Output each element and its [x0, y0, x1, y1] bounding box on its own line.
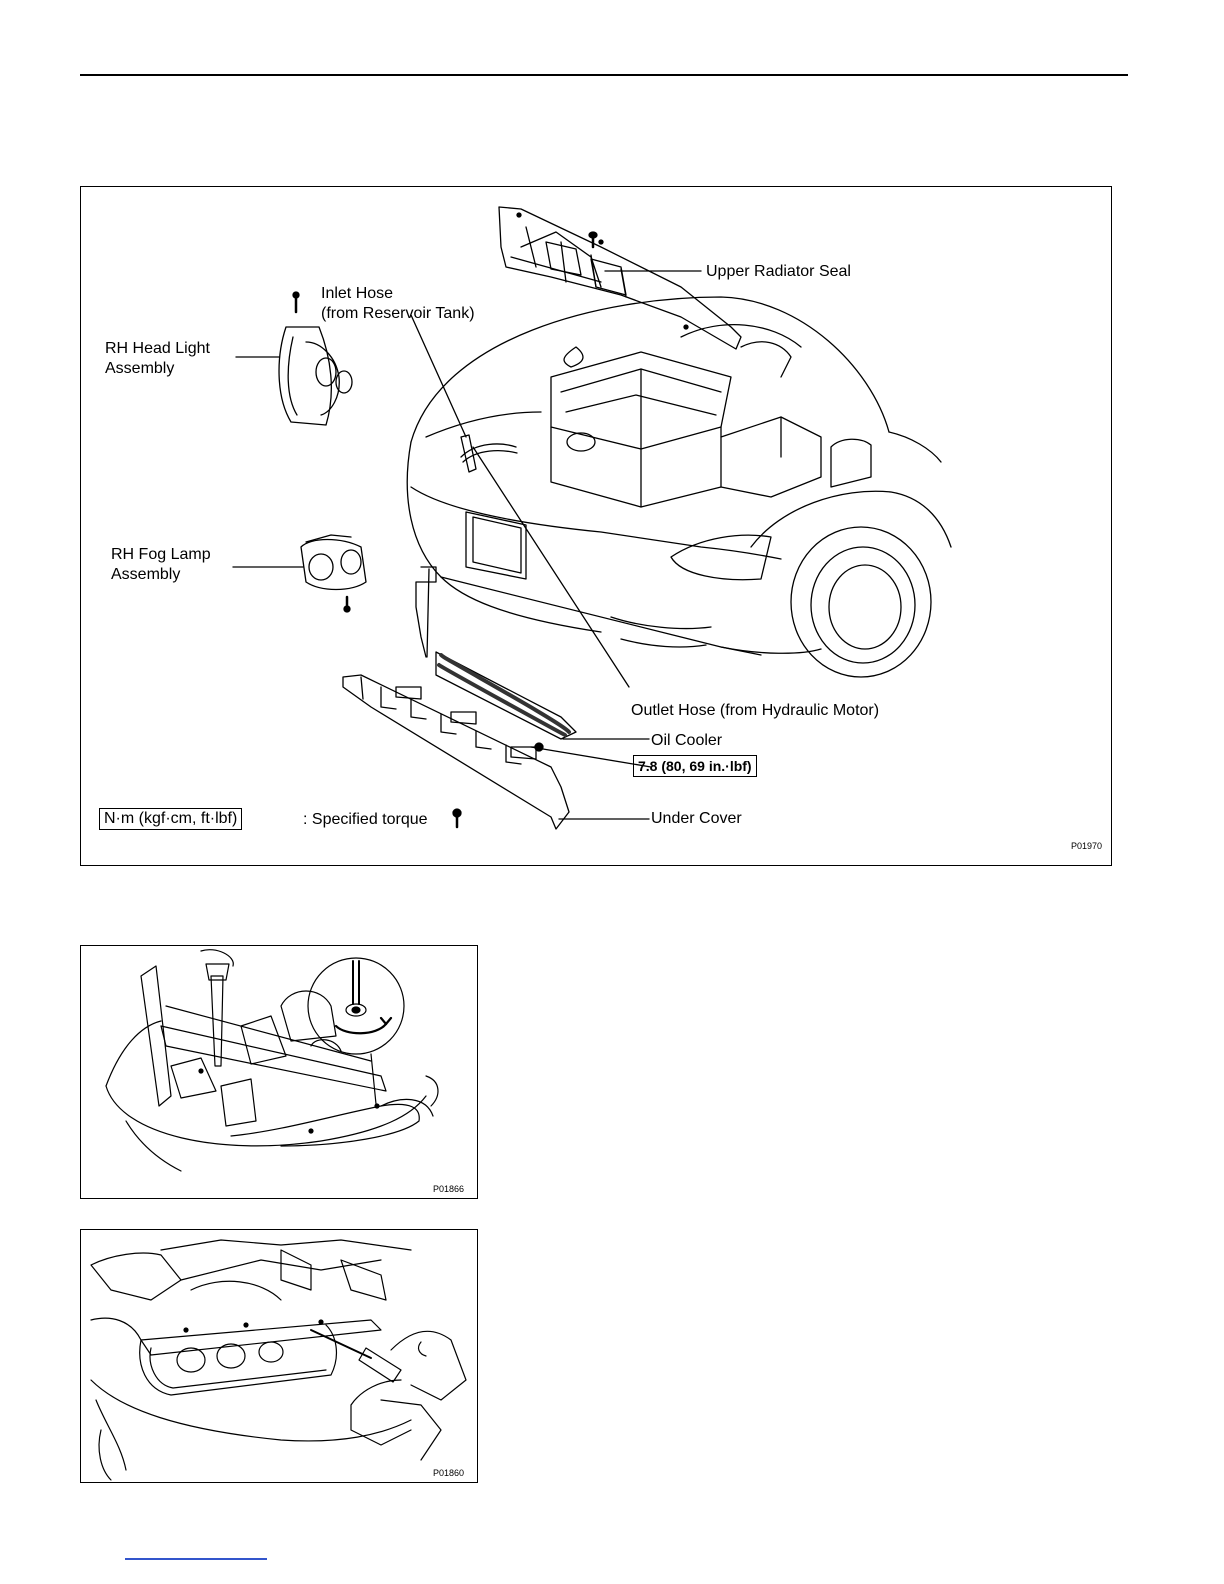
figure-code: P01860	[433, 1468, 464, 1478]
label-upper-radiator-seal: Upper Radiator Seal	[706, 262, 851, 282]
label-rh-head-light-assembly: Assembly	[105, 359, 174, 379]
seal-removal-drawing	[81, 946, 477, 1198]
label-rh-fog-lamp: RH Fog Lamp	[111, 545, 211, 565]
label-rh-fog-lamp-assembly: Assembly	[111, 565, 180, 585]
label-inlet-hose-source: (from Reservoir Tank)	[321, 304, 475, 324]
headlight-removal-figure: P01860	[80, 1229, 478, 1483]
legend-text: : Specified torque	[303, 810, 428, 830]
figure-code: P01970	[1071, 841, 1102, 851]
footer-link[interactable]	[125, 1558, 267, 1560]
label-under-cover: Under Cover	[651, 809, 742, 829]
label-oil-cooler: Oil Cooler	[651, 731, 722, 751]
torque-value-box: 7.8 (80, 69 in.·lbf)	[633, 755, 757, 777]
seal-removal-figure: P01866	[80, 945, 478, 1199]
header-rule	[80, 74, 1128, 76]
headlight-removal-drawing	[81, 1230, 477, 1482]
legend-unit-box: N·m (kgf·cm, ft·lbf)	[99, 808, 242, 830]
label-inlet-hose: Inlet Hose	[321, 284, 393, 304]
exploded-view-drawing	[81, 187, 1111, 865]
figure-code: P01866	[433, 1184, 464, 1194]
label-rh-head-light: RH Head Light	[105, 339, 210, 359]
exploded-view-figure: Upper Radiator Seal Inlet Hose (from Res…	[80, 186, 1112, 866]
label-outlet-hose: Outlet Hose (from Hydraulic Motor)	[631, 701, 879, 721]
